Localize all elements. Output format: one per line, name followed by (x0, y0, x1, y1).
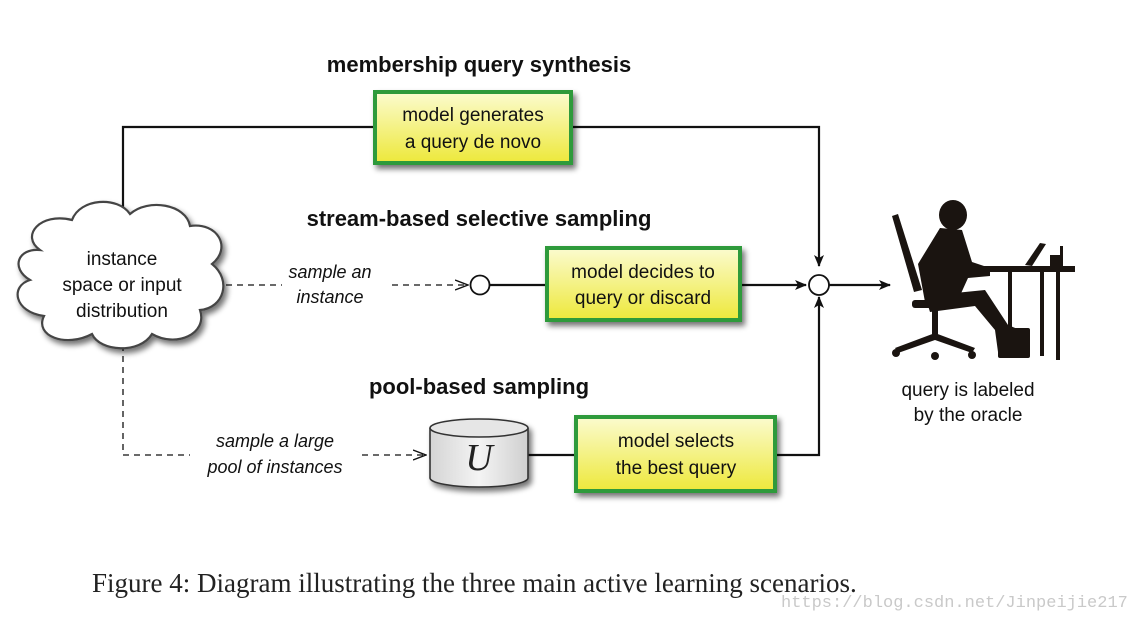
instance-space-cloud (16, 200, 225, 350)
stream-edge-line1: sample an (288, 262, 371, 282)
pool-box (574, 415, 777, 493)
stream-box (545, 246, 742, 322)
pool-box-line2: the best query (616, 458, 737, 479)
source-line2: space or input (62, 275, 182, 296)
connectors (121, 125, 891, 457)
source-line3: distribution (76, 301, 168, 322)
source-line1: instance (87, 249, 158, 270)
pool-edge-line1: sample a large (216, 431, 334, 451)
oracle-line1: query is labeled (901, 380, 1034, 401)
oracle-line2: by the oracle (914, 405, 1023, 426)
pool-edge-line2: pool of instances (206, 457, 342, 477)
junction-node (808, 274, 830, 296)
pool-symbol: U (465, 437, 495, 479)
pool-to-junction (775, 296, 824, 457)
stream-node (469, 274, 491, 296)
membership-box-line1: model generates (402, 105, 544, 126)
watermark: https://blog.csdn.net/Jinpeijie217 (781, 594, 1128, 613)
membership-title: membership query synthesis (327, 52, 631, 77)
membership-box-line2: a query de novo (405, 132, 541, 153)
stream-edge-line2: instance (296, 287, 363, 307)
stream-title: stream-based selective sampling (307, 206, 652, 231)
pool-database-icon (429, 418, 529, 488)
pool-sample-edge (122, 345, 426, 455)
membership-path (121, 125, 819, 266)
pool-box-line1: model selects (618, 431, 734, 452)
figure-caption: Figure 4: Diagram illustrating the three… (92, 568, 857, 598)
person-at-desk-icon (892, 200, 1075, 360)
pool-title: pool-based sampling (369, 374, 589, 399)
membership-box (373, 90, 573, 165)
stream-box-line1: model decides to (571, 262, 715, 283)
stream-box-line2: query or discard (575, 288, 711, 309)
